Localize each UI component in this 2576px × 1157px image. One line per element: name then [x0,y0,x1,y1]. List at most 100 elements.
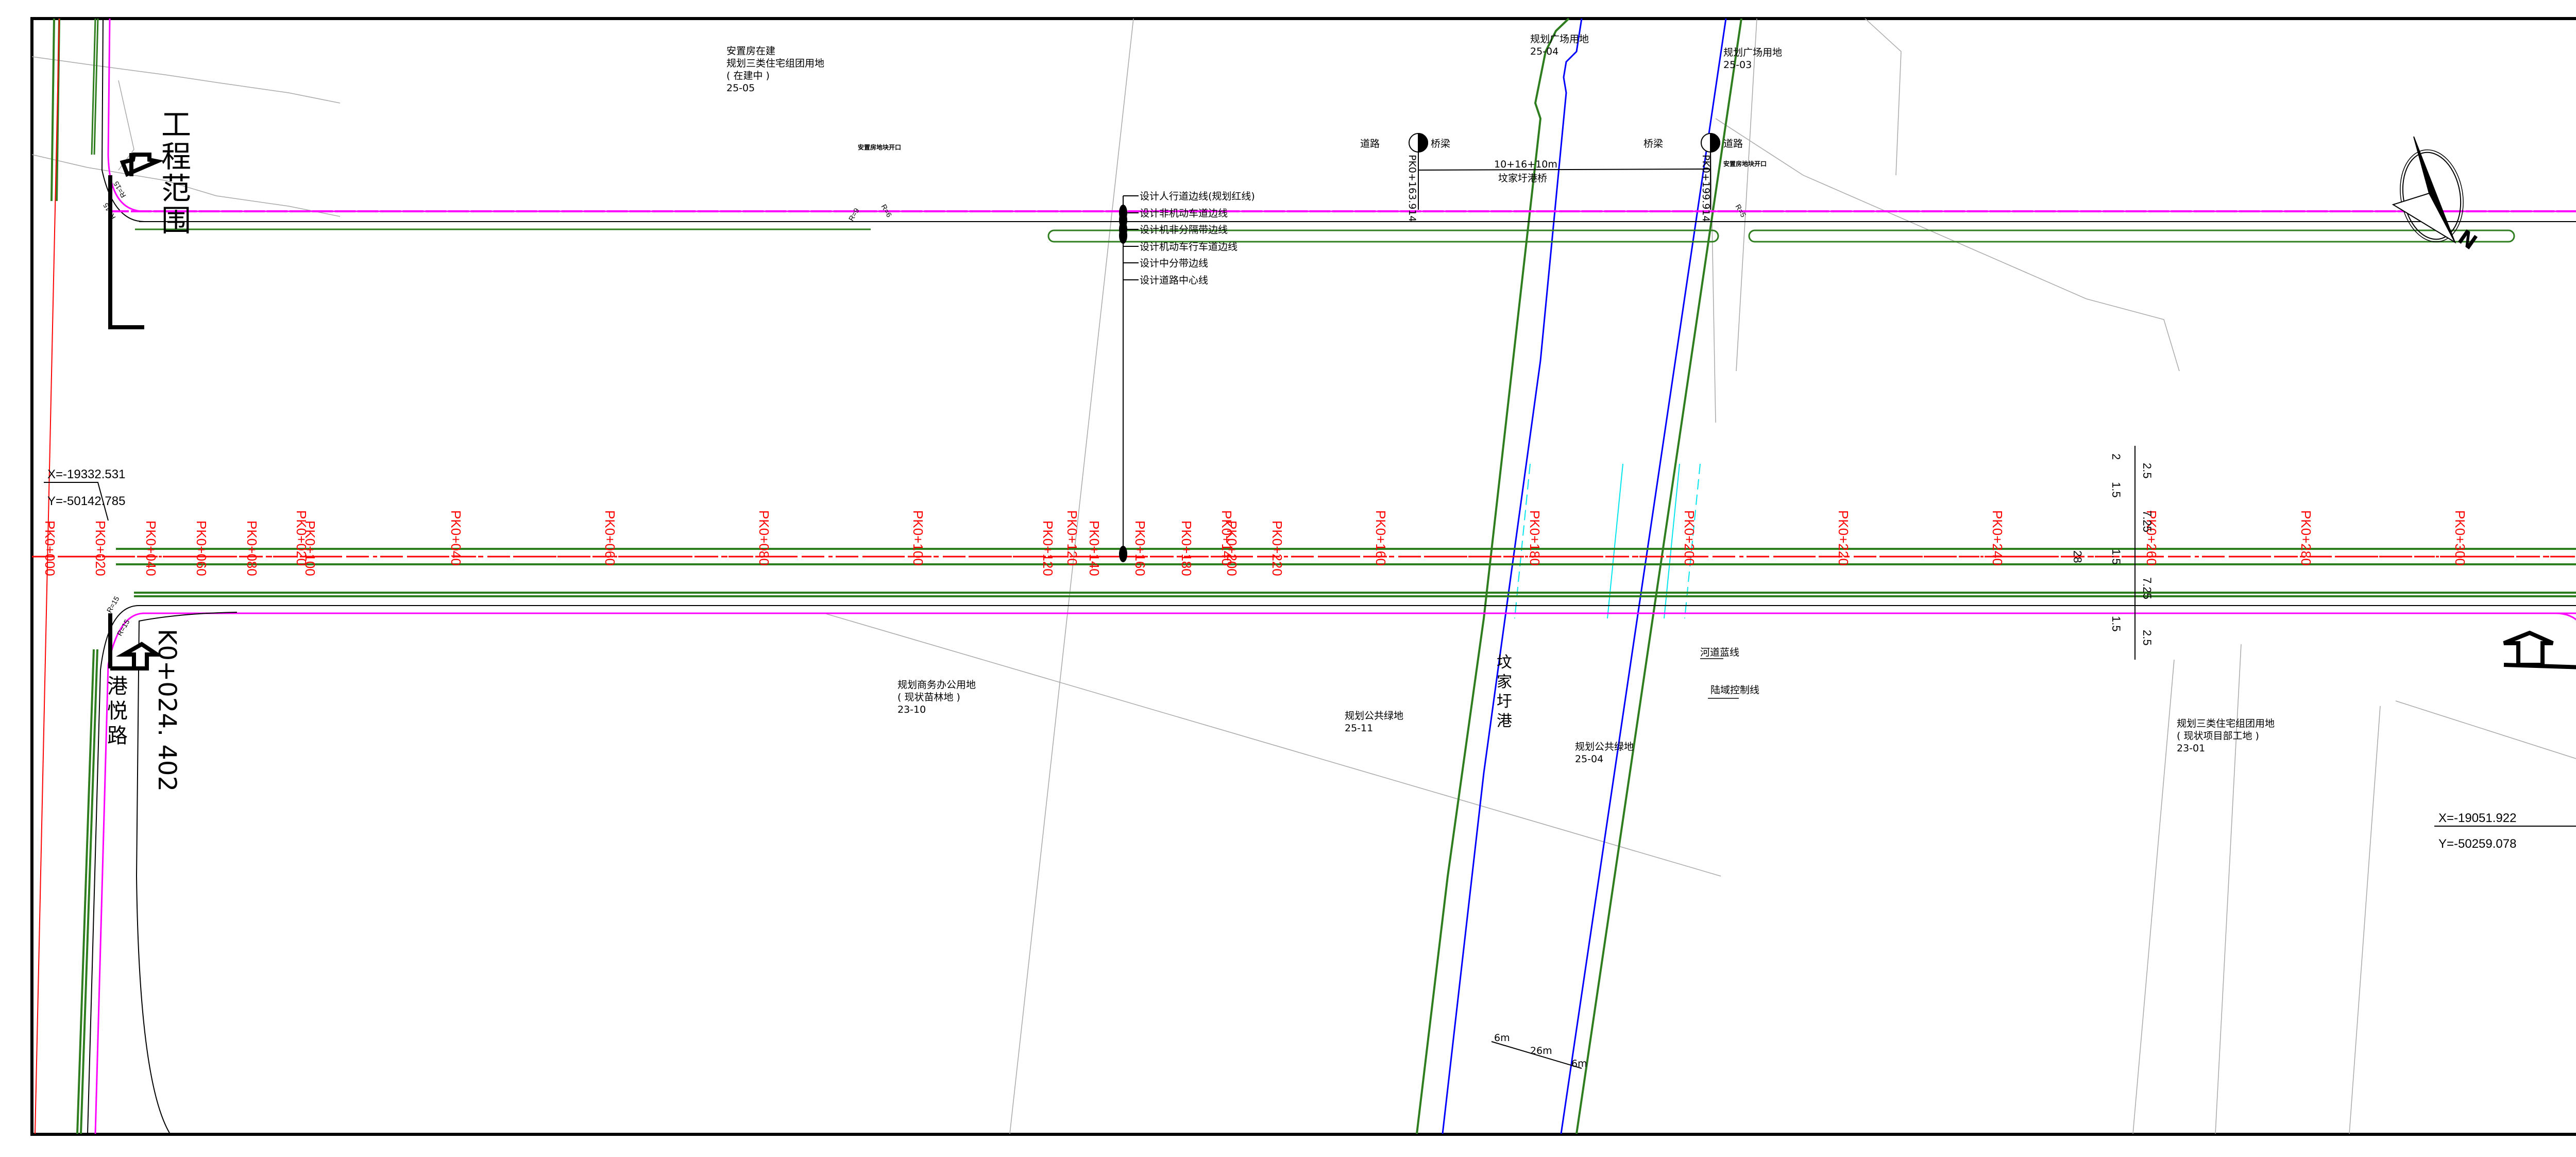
svg-text:2.5: 2.5 [2141,630,2154,646]
parcel-23-01: 规划三类住宅组团用地( 现状项目部工地 )23-01 [2177,718,2275,754]
bridge-markers [1409,132,1720,210]
svg-text:设计道路中心线: 设计道路中心线 [1140,275,1208,286]
svg-text:6m: 6m [1494,1032,1510,1044]
svg-text:6m: 6m [1571,1058,1587,1069]
river-width-dims [1491,1041,1582,1069]
opening-labels: 安置房地块开口 安置房地块开口 安置房地块开口 [858,143,1767,167]
centerline-chainages: PK0+000 PK0+020 PK0+040 PK0+060 PK0+080 … [42,521,1285,576]
chainage-label: PK0+020 [93,521,108,576]
svg-text:设计中分带边线: 设计中分带边线 [1140,258,1208,269]
project-scope-labels: 工程范围 工程范围 工程范围 K0+024. 402 K0+463. 725 [152,107,191,792]
svg-text:道路: 道路 [1723,138,1743,149]
cross-section-dims: 2 2.5 1.5 7.25 1.5 7.25 1.5 2.5 28 [2071,446,2154,660]
svg-text:安置房地块开口: 安置房地块开口 [1723,160,1767,167]
svg-text:设计非机动车道边线: 设计非机动车道边线 [1140,208,1228,219]
svg-text:R=15: R=15 [105,595,121,614]
svg-text:安置房地块开口: 安置房地块开口 [858,143,901,151]
river-lines [1416,18,1742,1134]
north-arrow-icon [2392,136,2464,244]
svg-text:Y=-50142.785: Y=-50142.785 [47,494,125,508]
svg-text:桥梁: 桥梁 [1431,138,1450,149]
river-blue-west [1442,18,1583,1134]
svg-text:X=-19332.531: X=-19332.531 [47,467,125,481]
chainage-label: PK0+280 [2298,510,2314,566]
scope-arrows [108,153,2576,670]
chainage-label: PK0+220 [1836,510,1851,566]
chainage-label: PK0+060 [194,521,209,576]
chainage-label: PK0+120 [1064,510,1080,566]
parcel-25-05: 安置房在建规划三类住宅组团用地( 在建中 )25-05 [726,45,824,94]
svg-text:X=-19051.922: X=-19051.922 [2438,811,2516,825]
chainage-label: PK0+300 [2452,510,2468,566]
survey-background [31,18,2576,1134]
svg-text:28: 28 [2071,550,2084,563]
start-chainage: K0+024. 402 [152,629,181,792]
chainage-label: PK0+080 [244,521,260,576]
svg-text:1.5: 1.5 [2110,549,2123,565]
chainage-label: PK0+100 [910,510,926,566]
chainage-label: PK0+200 [1682,510,1697,566]
svg-text:河道蓝线: 河道蓝线 [1700,647,1739,658]
chainage-label: PK0+080 [756,510,772,566]
chainage-label: PK0+240 [1990,510,2005,566]
svg-text:10+16+10m: 10+16+10m [1494,159,1557,170]
river-name: 坟家圩港 [1497,653,1512,730]
svg-text:桥梁: 桥梁 [1643,138,1663,149]
chainage-label: PK0+260 [2144,510,2159,566]
chainage-label: PK0+160 [1132,521,1148,576]
svg-text:7.25: 7.25 [2141,577,2154,599]
svg-text:坟家圩港桥: 坟家圩港桥 [1498,173,1547,184]
svg-text:PK0+199.914: PK0+199.914 [1700,155,1711,222]
chainage-label: PK0+120 [1040,521,1056,576]
svg-text:2.5: 2.5 [2141,463,2154,479]
chainage-label: PK0+040 [448,510,464,566]
coordinate-leaders [44,482,2576,827]
svg-text:Y=-50259.078: Y=-50259.078 [2438,837,2516,851]
svg-text:PK0+163.914: PK0+163.914 [1406,155,1418,222]
svg-text:陆域控制线: 陆域控制线 [1710,684,1759,696]
chainage-label: PK0+160 [1373,510,1388,566]
west-road-lines [35,18,2576,1134]
road-name-gangyue: 港悦路 [107,675,128,748]
chainage-label: PK0+180 [1527,510,1543,566]
river-land-control-west [1416,18,1570,1134]
svg-text:1.5: 1.5 [2110,616,2123,632]
svg-text:26m: 26m [1530,1045,1552,1057]
coordinate-labels: X=-19332.531 Y=-50142.785 X=-19057.629 Y… [47,467,2516,851]
chainage-label: PK0+000 [42,521,58,576]
svg-text:设计人行道边线(规划红线): 设计人行道边线(规划红线) [1140,191,1255,202]
chainage-label: PK0+180 [1179,521,1194,576]
svg-text:道路: 道路 [1360,138,1380,149]
drawing-frame [30,17,2576,1136]
main-road-lines [32,210,2576,597]
line-legend-leaders [1119,195,1139,562]
chainage-label: PK0+020 [294,510,309,566]
scope-label-west: 工程范围 [161,107,191,238]
river-labels: 河道蓝线 陆域控制线 6m 26m 6m [1494,647,1759,1069]
svg-text:7.25: 7.25 [2141,510,2154,532]
svg-text:设计机非分隔带边线: 设计机非分隔带边线 [1140,224,1228,236]
bridge-labels: 道路 桥梁 桥梁 道路 PK0+163.914 PK0+199.914 10+1… [1360,138,1743,222]
chainage-label: PK0+140 [1219,510,1234,566]
chainage-label: PK0+100 [302,521,318,576]
chainage-label: PK0+040 [143,521,159,576]
line-legend: 设计人行道边线(规划红线) 设计非机动车道边线 设计机非分隔带边线 设计机动车行… [1140,191,1255,286]
river-blue-east [1560,18,1727,1134]
chainage-label: PK0+220 [1269,521,1285,576]
road-names: 港悦路 兰科路 培 漾 路 坟家圩港 [107,653,1512,748]
svg-text:2: 2 [2110,454,2123,460]
chainage-label: PK0+200 [1224,521,1240,576]
centerline-chainages-main: PK0+020 PK0+040 PK0+060 PK0+080 PK0+100 … [294,510,2468,566]
svg-text:R=9: R=9 [847,207,861,223]
parcel-23-10: 规划商务办公用地( 现状苗林地 )23-10 [897,679,976,715]
chainage-label: PK0+060 [602,510,618,566]
svg-text:1.5: 1.5 [2110,482,2123,498]
lanke-road-lines [2555,612,2576,621]
chainage-label: PK0+140 [1087,521,1102,576]
